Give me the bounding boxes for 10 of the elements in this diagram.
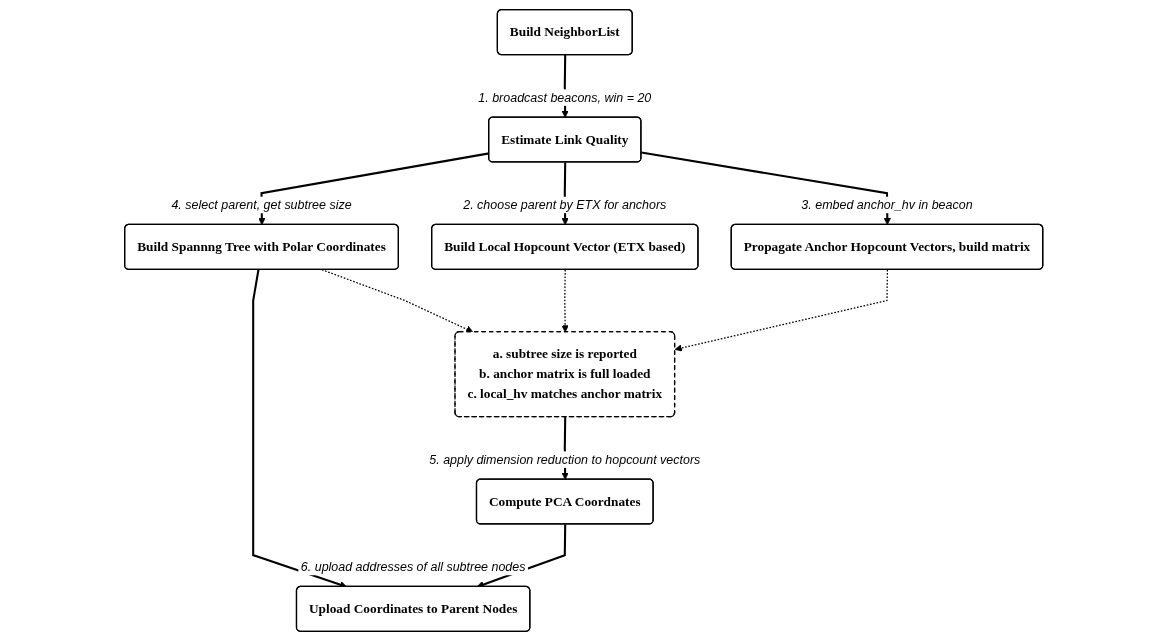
arrow [640, 151, 891, 225]
step-note: 6. upload addresses of all subtree nodes [300, 559, 526, 574]
step-note: 5. apply dimension reduction to hopcount vectors [429, 452, 701, 467]
arrow [561, 268, 569, 332]
arrow [321, 268, 474, 333]
step-note: 1. broadcast beacons, win = 20 [478, 90, 652, 105]
step-note: 4. select parent, get subtree size [171, 197, 352, 212]
arrow [674, 268, 888, 352]
step-note: 3. embed anchor_hv in beacon [801, 197, 973, 212]
step-note: 2. choose parent by ETX for anchors [463, 197, 667, 212]
